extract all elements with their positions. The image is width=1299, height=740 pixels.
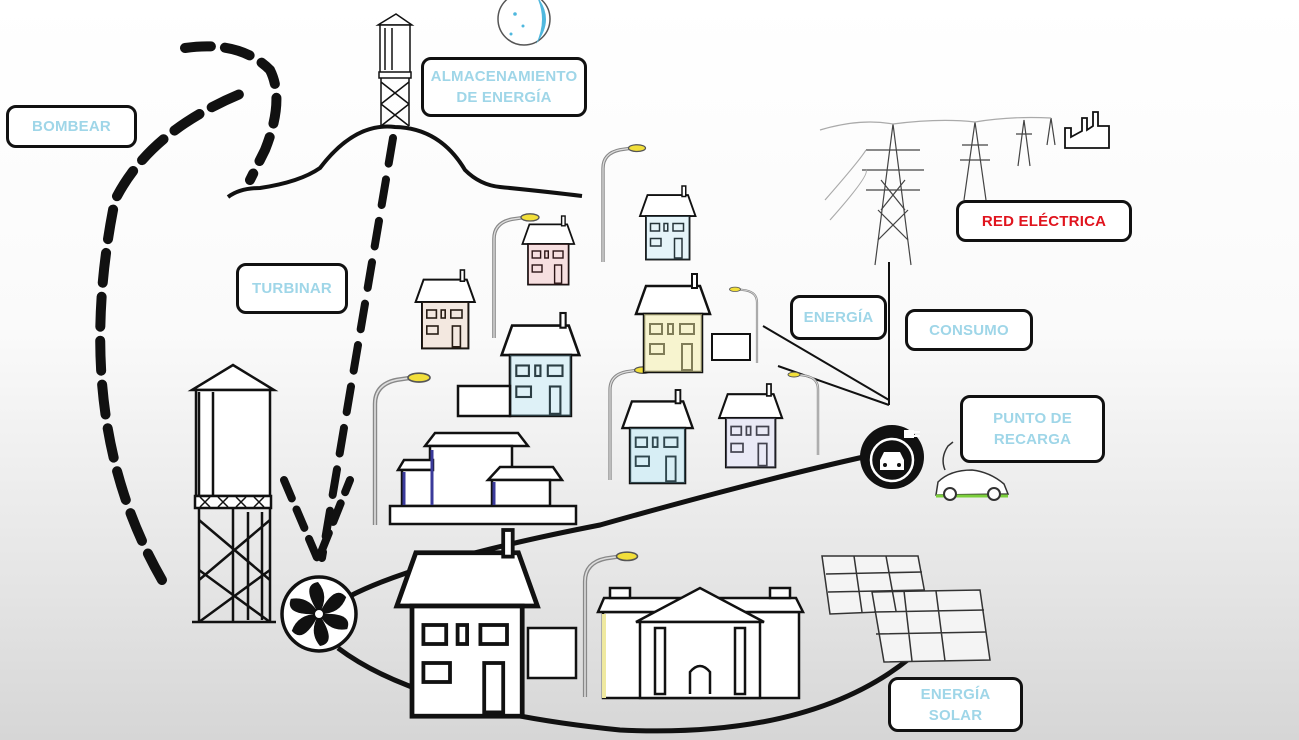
pump-arrow-top bbox=[180, 41, 282, 185]
energia-label: ENERGÍA bbox=[790, 295, 887, 340]
energia-solar-label: ENERGÍA SOLAR bbox=[888, 677, 1023, 732]
punto-recarga-label: PUNTO DE RECARGA bbox=[960, 395, 1105, 463]
almacenamiento-text-line1: ALMACENAMIENTO bbox=[430, 68, 578, 85]
house-icon bbox=[388, 185, 806, 716]
energia-solar-text-line1: ENERGÍA bbox=[920, 685, 991, 703]
moon-icon bbox=[497, 0, 551, 46]
hill-outline bbox=[226, 124, 583, 199]
energia-text: ENERGÍA bbox=[803, 309, 874, 326]
cable-to-solar bbox=[336, 638, 932, 734]
consumo-label: CONSUMO bbox=[905, 309, 1033, 351]
factory-icon bbox=[1064, 111, 1110, 149]
turbine-arrow-path bbox=[318, 134, 397, 562]
solar-panel-icon bbox=[821, 555, 991, 663]
almacenamiento-text-line2: DE ENERGÍA bbox=[456, 89, 552, 106]
turbinar-text: TURBINAR bbox=[252, 280, 332, 297]
power-pylon-icon bbox=[819, 116, 1056, 266]
turbinar-label: TURBINAR bbox=[236, 263, 348, 314]
pump-arrow-path bbox=[95, 87, 250, 585]
consumo-text: CONSUMO bbox=[929, 321, 1009, 339]
energia-solar-text-line2: SOLAR bbox=[928, 706, 983, 724]
water-tower-icon bbox=[375, 13, 415, 127]
almacenamiento-label: ALMACENAMIENTO DE ENERGÍA bbox=[421, 57, 587, 117]
red-electrica-label: RED ELÉCTRICA bbox=[956, 200, 1132, 242]
turbine-arrow-head bbox=[280, 476, 354, 571]
electric-car-icon bbox=[935, 441, 1010, 501]
bombear-text: BOMBEAR bbox=[32, 118, 111, 135]
punto-recarga-text-line2: RECARGA bbox=[993, 431, 1072, 448]
bombear-label: BOMBEAR bbox=[6, 105, 137, 148]
red-electrica-text: RED ELÉCTRICA bbox=[981, 212, 1107, 230]
punto-recarga-text-line1: PUNTO DE bbox=[993, 410, 1072, 427]
turbine-icon bbox=[280, 575, 358, 653]
lower-water-tower-icon bbox=[187, 363, 279, 624]
cable-to-charger bbox=[348, 453, 869, 599]
ev-charging-icon bbox=[860, 425, 924, 489]
